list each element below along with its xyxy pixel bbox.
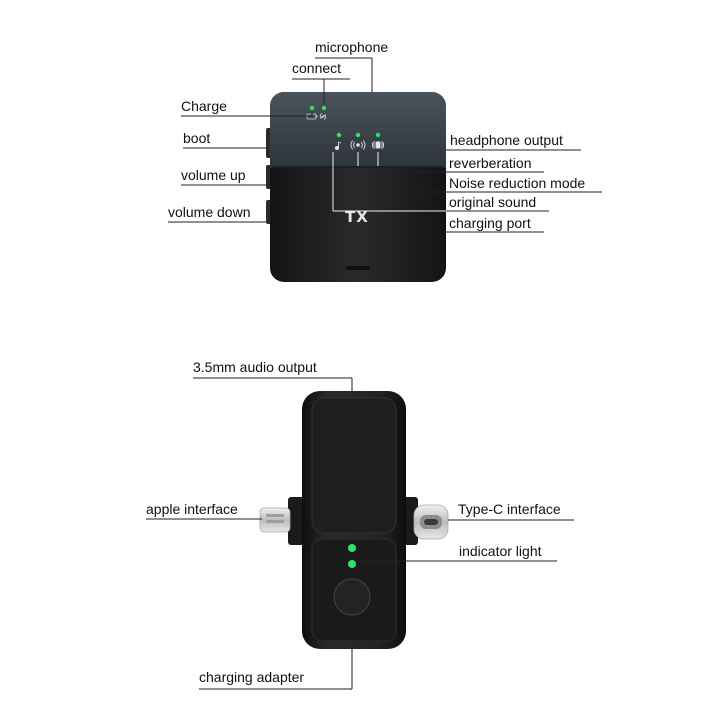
- label-volume-down: volume down: [168, 204, 251, 220]
- charge-led: [309, 105, 315, 111]
- indicator-led-1: [348, 544, 356, 552]
- label-reverberation: reverberation: [449, 155, 532, 171]
- connect-led: [321, 105, 327, 111]
- adapter-upper-panel: [311, 397, 397, 534]
- label-connect: connect: [292, 60, 341, 76]
- transmitter-leader-lines: [168, 57, 602, 233]
- broadcast-icon: [350, 140, 366, 150]
- label-3-5mm-audio-output: 3.5mm audio output: [193, 359, 317, 375]
- music-note-icon: [334, 141, 342, 151]
- type-c-connector: [400, 497, 449, 545]
- label-charge: Charge: [181, 98, 227, 114]
- transmitter-top-panel: [270, 92, 446, 168]
- label-volume-up: volume up: [181, 167, 246, 183]
- indicator-led-2: [348, 560, 356, 568]
- adapter-leader-lines: [146, 377, 574, 690]
- label-boot: boot: [183, 130, 210, 146]
- label-original-sound: original sound: [449, 194, 536, 210]
- adapter-round-button: [333, 578, 371, 616]
- label-type-c-interface: Type-C interface: [458, 501, 561, 517]
- noise-reduction-led: [355, 132, 361, 138]
- transmitter-device: TX: [266, 92, 446, 282]
- label-indicator-light: indicator light: [459, 543, 542, 559]
- adapter-device: [259, 391, 449, 649]
- reverberation-led: [375, 132, 381, 138]
- label-microphone: microphone: [315, 39, 388, 55]
- charging-port: [346, 266, 370, 270]
- label-noise-reduction-mode: Noise reduction mode: [449, 175, 585, 191]
- device-tx-text: TX: [345, 208, 369, 226]
- link-icon: [319, 113, 327, 120]
- lightning-connector: [259, 497, 306, 545]
- reverb-icon: [372, 141, 384, 149]
- label-charging-port: charging port: [449, 215, 531, 231]
- original-sound-led: [336, 132, 342, 138]
- label-apple-interface: apple interface: [146, 501, 238, 517]
- label-charging-adapter: charging adapter: [199, 669, 304, 685]
- label-headphone-output: headphone output: [450, 132, 563, 148]
